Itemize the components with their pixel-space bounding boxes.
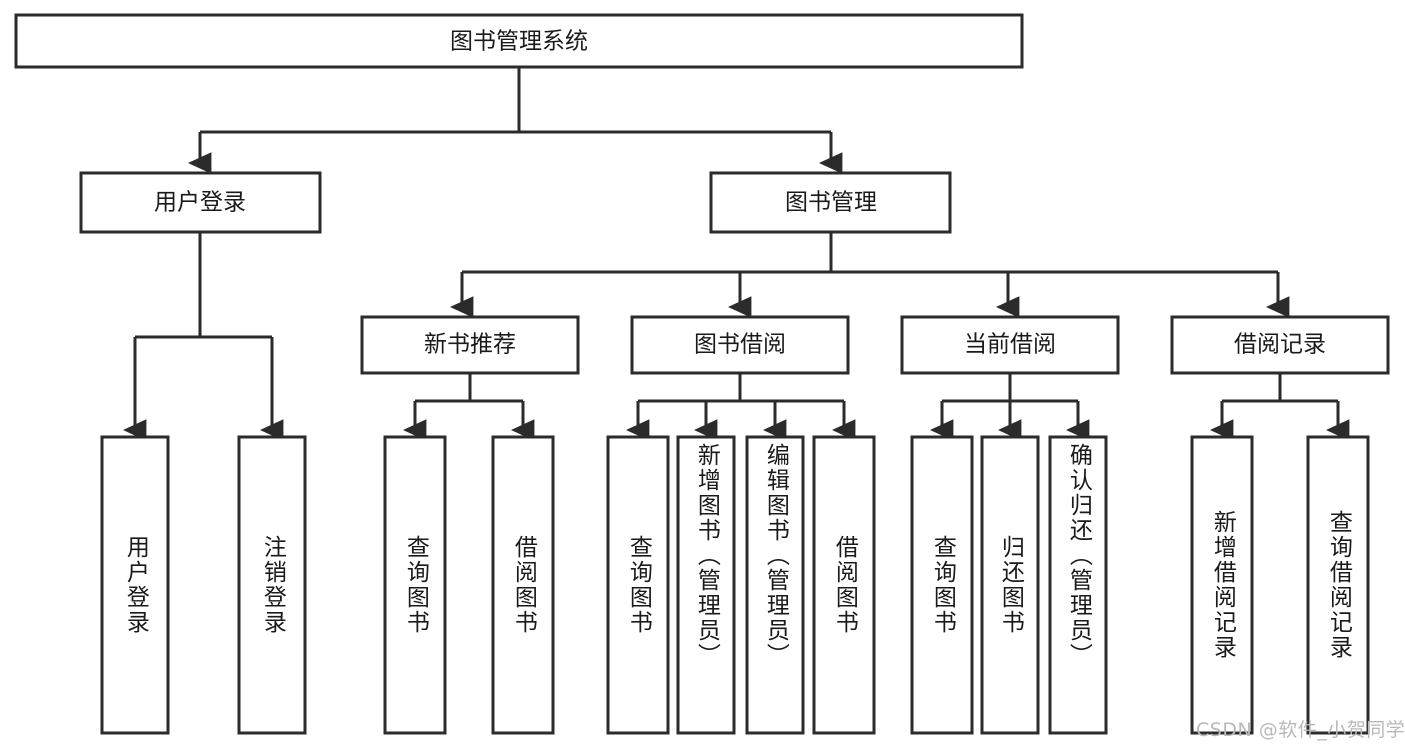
leaf-logout-label: 注销登录 xyxy=(259,535,286,635)
leaf-borrow-book-2-label: 借阅图书 xyxy=(831,535,858,635)
node-user-login-label: 用户登录 xyxy=(154,190,246,216)
leaf-query-record-label: 查询借阅记录 xyxy=(1325,510,1352,660)
node-book-borrow-label: 图书借阅 xyxy=(694,332,786,358)
node-user-login-rect[interactable] xyxy=(79,171,322,234)
leaf-confirm-return-rect[interactable] xyxy=(1048,435,1108,735)
csdn-watermark: CSDN @软件_小贺同学 xyxy=(1196,719,1405,741)
leaf-query-book-1-rect[interactable] xyxy=(383,435,447,735)
node-current-borrow-rect[interactable] xyxy=(900,315,1120,375)
node-new-book-rec-label: 新书推荐 xyxy=(424,332,516,358)
leaf-confirm-return-label: 确认归还（管理员） xyxy=(1065,443,1092,668)
leaf-query-book-3[interactable]: 查询图书 xyxy=(912,437,972,733)
node-current-borrow-label: 当前借阅 xyxy=(964,332,1056,358)
leaf-user-login-rect[interactable] xyxy=(100,435,170,735)
leaf-borrow-book-2[interactable]: 借阅图书 xyxy=(814,437,874,733)
leaf-return-book[interactable]: 归还图书 xyxy=(982,437,1038,733)
leaf-logout-rect[interactable] xyxy=(237,435,307,735)
node-root[interactable]: 图书管理系统 xyxy=(14,13,1024,69)
leaf-query-book-1[interactable]: 查询图书 xyxy=(385,437,445,733)
leaf-borrow-book-1[interactable]: 借阅图书 xyxy=(493,437,553,733)
node-borrow-record-rect[interactable] xyxy=(1170,315,1390,375)
leaf-user-login[interactable]: 用户登录 xyxy=(102,437,168,733)
node-root-label: 图书管理系统 xyxy=(450,29,588,55)
node-book-manage-label: 图书管理 xyxy=(785,190,877,216)
leaf-borrow-book-1-label: 借阅图书 xyxy=(510,535,537,635)
leaf-return-book-label: 归还图书 xyxy=(997,535,1024,635)
node-borrow-record-label: 借阅记录 xyxy=(1234,332,1326,358)
leaf-add-record-label: 新增借阅记录 xyxy=(1209,510,1236,660)
leaf-add-record[interactable]: 新增借阅记录 xyxy=(1192,437,1252,733)
leaf-return-book-rect[interactable] xyxy=(980,435,1040,735)
leaf-query-book-2[interactable]: 查询图书 xyxy=(608,437,668,733)
leaf-query-book-1-label: 查询图书 xyxy=(402,535,429,635)
node-book-borrow[interactable]: 图书借阅 xyxy=(630,315,850,375)
leaf-confirm-return[interactable]: 确认归还（管理员） xyxy=(1050,437,1106,733)
node-root-rect[interactable] xyxy=(14,13,1024,69)
leaf-query-record-rect[interactable] xyxy=(1306,435,1370,735)
node-new-book-rec-rect[interactable] xyxy=(360,315,580,375)
leaf-query-book-3-rect[interactable] xyxy=(910,435,974,735)
leaf-add-book-rect[interactable] xyxy=(676,435,736,735)
leaf-edit-book-label: 编辑图书（管理员） xyxy=(762,443,789,668)
leaf-borrow-book-2-rect[interactable] xyxy=(812,435,876,735)
leaf-edit-book[interactable]: 编辑图书（管理员） xyxy=(747,437,803,733)
leaf-add-book-label: 新增图书（管理员） xyxy=(693,443,720,668)
node-current-borrow[interactable]: 当前借阅 xyxy=(900,315,1120,375)
leaf-add-book[interactable]: 新增图书（管理员） xyxy=(678,437,734,733)
leaf-query-book-2-label: 查询图书 xyxy=(625,535,652,635)
leaf-query-book-3-label: 查询图书 xyxy=(929,535,956,635)
node-new-book-rec[interactable]: 新书推荐 xyxy=(360,315,580,375)
leaf-query-book-2-rect[interactable] xyxy=(606,435,670,735)
node-user-login[interactable]: 用户登录 xyxy=(79,171,322,234)
leaf-edit-book-rect[interactable] xyxy=(745,435,805,735)
node-book-borrow-rect[interactable] xyxy=(630,315,850,375)
leaf-borrow-book-1-rect[interactable] xyxy=(491,435,555,735)
leaf-logout[interactable]: 注销登录 xyxy=(239,437,305,733)
leaf-add-record-rect[interactable] xyxy=(1190,435,1254,735)
node-borrow-record[interactable]: 借阅记录 xyxy=(1170,315,1390,375)
node-book-manage[interactable]: 图书管理 xyxy=(709,171,952,234)
leaf-user-login-label: 用户登录 xyxy=(122,535,149,635)
leaf-query-record[interactable]: 查询借阅记录 xyxy=(1308,437,1368,733)
